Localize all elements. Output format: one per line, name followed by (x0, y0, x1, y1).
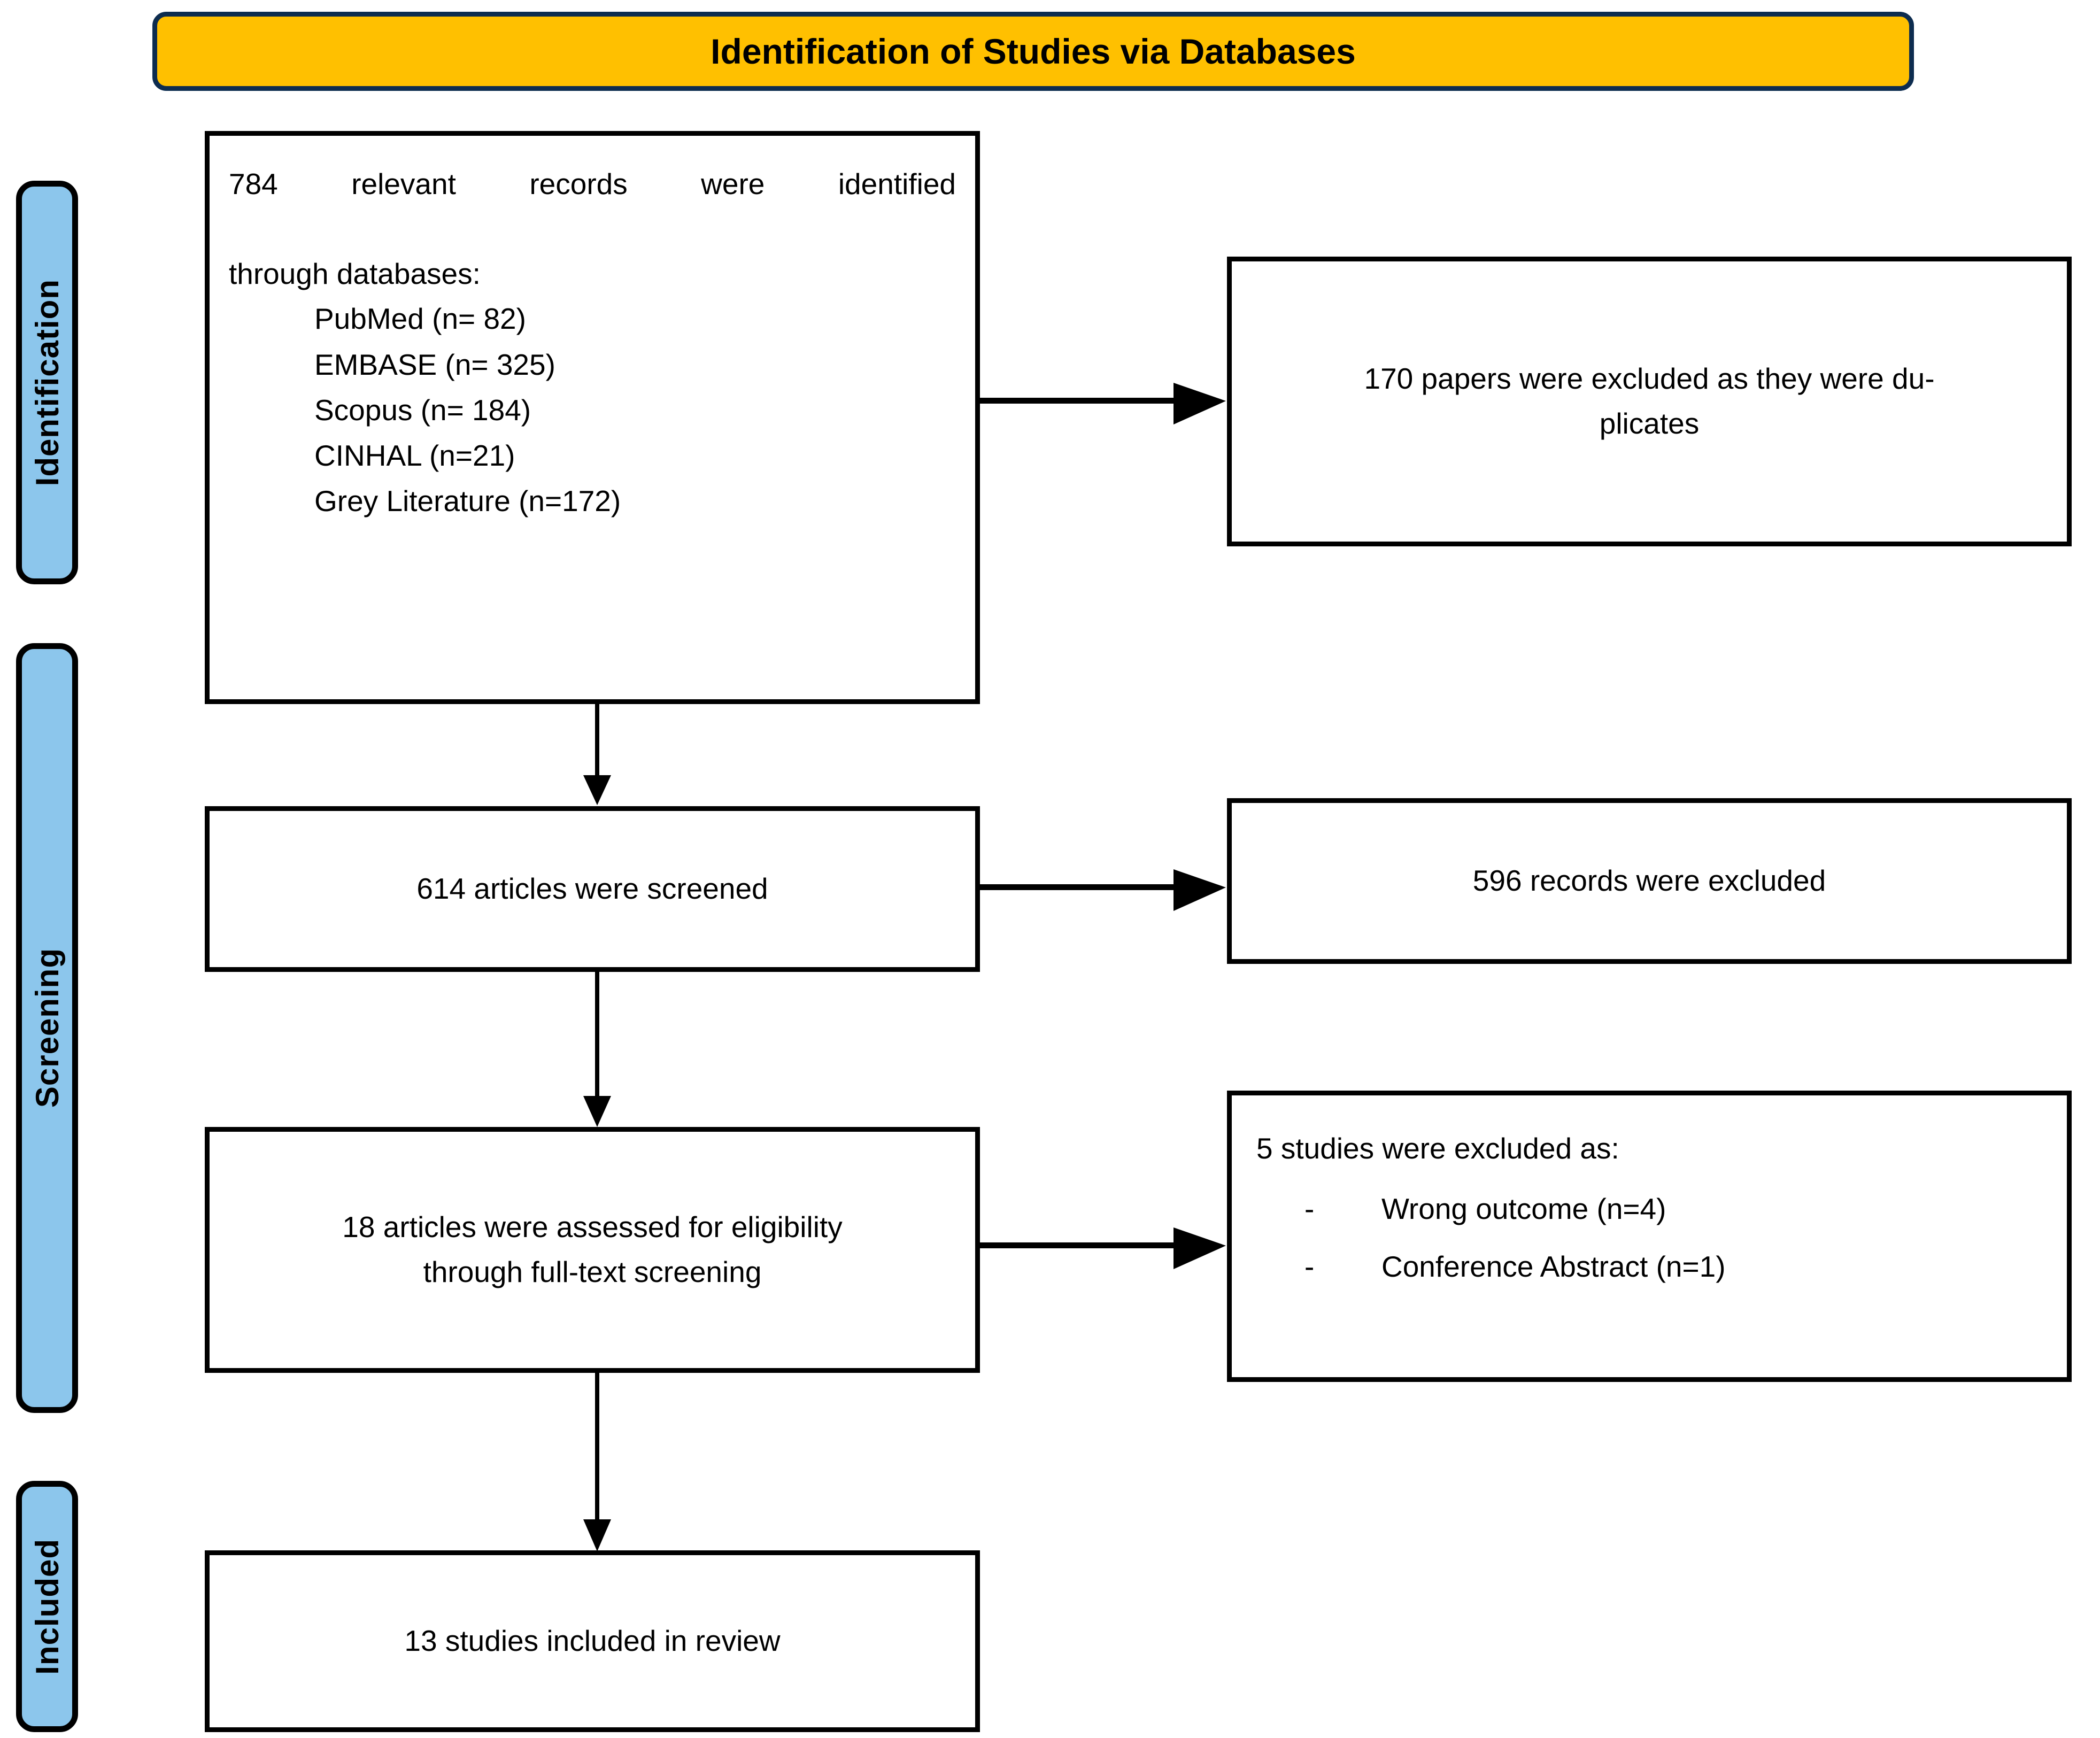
duplicates-excluded-box: 170 papers were excluded as they were du… (1227, 257, 2072, 546)
list-item: - Conference Abstract (n=1) (1256, 1245, 2042, 1303)
arrow-eligibility-to-studies-excluded (976, 1219, 1232, 1278)
bullet-dash-icon: - (1304, 1192, 1315, 1225)
arrow-identification-to-duplicates (976, 374, 1232, 433)
eligibility-line1: 18 articles were assessed for eligibilit… (342, 1210, 843, 1244)
list-item: - Wrong outcome (n=4) (1256, 1187, 2042, 1245)
eligibility-assessment-box: 18 articles were assessed for eligibilit… (205, 1127, 980, 1373)
arrow-identification-to-screened (578, 700, 616, 807)
exclusion-reason-label: Conference Abstract (n=1) (1381, 1250, 1726, 1283)
arrow-screened-to-eligibility (578, 969, 616, 1129)
studies-included-box: 13 studies included in review (205, 1550, 980, 1732)
stage-tab-screening: Screening (16, 643, 78, 1413)
list-item: Scopus (n= 184) (314, 393, 531, 427)
records-excluded-box: 596 records were excluded (1227, 798, 2072, 964)
page-title: Identification of Studies via Databases (711, 32, 1356, 71)
identification-intro: 784 relevant records were identified thr… (229, 136, 956, 296)
studies-excluded-heading: 5 studies were excluded as: (1256, 1132, 1619, 1165)
list-item: EMBASE (n= 325) (314, 347, 555, 381)
stage-tab-included: Included (16, 1481, 78, 1732)
exclusion-reason-list: - Wrong outcome (n=4) - Conference Abstr… (1256, 1171, 2042, 1303)
list-item: Grey Literature (n=172) (314, 484, 621, 518)
records-excluded-line1: 596 records were excluded (1472, 864, 1826, 898)
identification-records-box: 784 relevant records were identified thr… (205, 131, 980, 704)
database-source-list: PubMed (n= 82) EMBASE (n= 325) Scopus (n… (229, 296, 956, 524)
included-line1: 13 studies included in review (404, 1624, 781, 1658)
list-item: PubMed (n= 82) (314, 302, 526, 336)
list-item: CINHAL (n=21) (314, 439, 515, 473)
duplicates-line2: plicates (1599, 407, 1700, 440)
exclusion-reason-label: Wrong outcome (n=4) (1381, 1192, 1666, 1225)
bullet-dash-icon: - (1304, 1250, 1315, 1283)
arrow-eligibility-to-included (578, 1370, 616, 1554)
arrow-screened-to-records-excluded (976, 861, 1232, 920)
identification-intro-line1: 784 relevant records were identified (229, 167, 956, 200)
identification-intro-line2: through databases: (229, 257, 481, 291)
eligibility-line2: through full-text screening (423, 1255, 762, 1288)
stage-tab-included-label: Included (29, 1538, 65, 1675)
stage-tab-identification-label: Identification (29, 279, 65, 486)
duplicates-line1: 170 papers were excluded as they were du… (1364, 362, 1935, 396)
stage-tab-identification: Identification (16, 181, 78, 584)
studies-excluded-box: 5 studies were excluded as: - Wrong outc… (1227, 1091, 2072, 1382)
diagram-header-banner: Identification of Studies via Databases (152, 12, 1914, 91)
stage-tab-screening-label: Screening (29, 948, 65, 1108)
screened-line1: 614 articles were screened (416, 872, 768, 906)
articles-screened-box: 614 articles were screened (205, 806, 980, 972)
